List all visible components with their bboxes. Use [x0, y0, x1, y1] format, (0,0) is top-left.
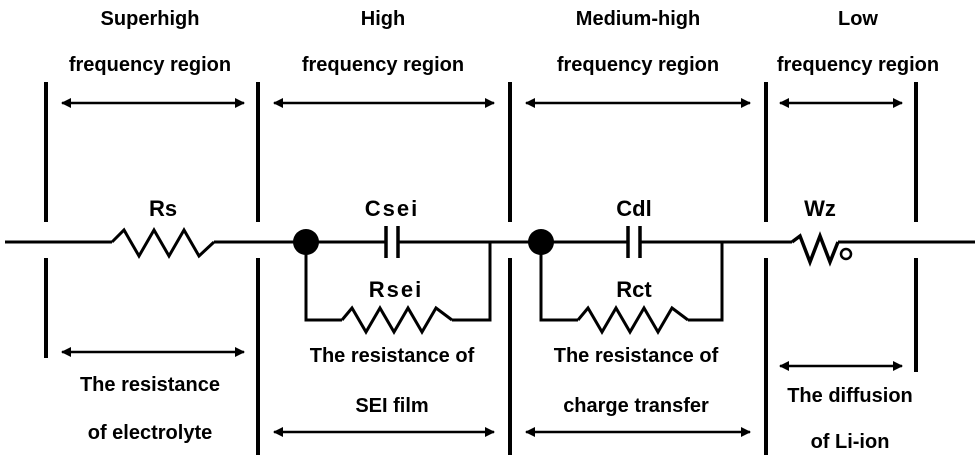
region-subtitle-high: frequency region: [302, 54, 464, 76]
description-li-ion-line1: The diffusion: [787, 385, 913, 407]
csei-capacitor-symbol: [384, 226, 400, 258]
region-title-medium-high: Medium-high: [576, 8, 700, 30]
description-electrolyte-line1: The resistance: [80, 374, 220, 396]
warburg-element-symbol: [790, 231, 853, 267]
region-subtitle-medium-high: frequency region: [557, 54, 719, 76]
rs-resistor-symbol: [110, 226, 216, 260]
cdl-capacitor-symbol: [626, 226, 642, 258]
rct-resistor-symbol: [576, 305, 689, 335]
region-title-high: High: [361, 8, 405, 30]
rs-label: Rs: [149, 196, 177, 221]
rsei-label: Rsei: [369, 277, 423, 302]
circuit-wire: [5, 240, 975, 322]
wz-label: Wz: [804, 196, 836, 221]
description-sei-film-line2: SEI film: [355, 395, 428, 417]
junction-node-sei: [293, 229, 319, 255]
description-li-ion-line2: of Li-ion: [811, 431, 890, 453]
region-subtitle-superhigh: frequency region: [69, 54, 231, 76]
description-sei-film-line1: The resistance of: [310, 345, 475, 367]
junction-node-ct: [528, 229, 554, 255]
cdl-label: Cdl: [616, 196, 651, 221]
region-dividers: [44, 82, 918, 455]
csei-label: Csei: [365, 196, 419, 221]
region-title-low: Low: [838, 8, 878, 30]
region-title-superhigh: Superhigh: [101, 8, 200, 30]
description-charge-transfer-line2: charge transfer: [563, 395, 709, 417]
description-electrolyte-line2: of electrolyte: [88, 422, 212, 444]
description-charge-transfer-line1: The resistance of: [554, 345, 719, 367]
region-subtitle-low: frequency region: [777, 54, 939, 76]
rct-label: Rct: [616, 277, 652, 302]
description-span-arrows: [61, 347, 903, 437]
rsei-resistor-symbol: [340, 305, 453, 335]
